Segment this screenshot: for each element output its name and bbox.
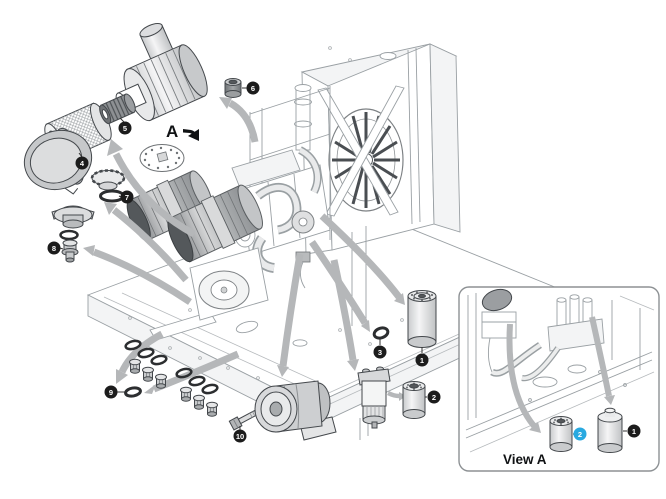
fuel-water-separator — [357, 366, 391, 429]
callout-drain-plug: 8 — [47, 241, 64, 255]
callouts: 1 2 3 4 5 6 7 — [47, 81, 641, 443]
callout-view-a-left-highlighted: 2 — [573, 427, 587, 441]
view-a-inset: View A — [458, 286, 660, 472]
fitting-o-rings — [124, 339, 219, 395]
arrow-to-cap-oring-icon — [104, 202, 189, 283]
breather-element — [224, 78, 242, 98]
arrow-to-pump-icon — [277, 253, 304, 377]
arrow-to-separator-icon — [330, 259, 359, 371]
filler-cap — [90, 169, 126, 191]
svg-text:3: 3 — [378, 348, 382, 357]
callout-air-filter-element: 4 — [75, 152, 89, 170]
detail-marker-a: A — [166, 122, 199, 141]
callout-fuel-filter: 2 — [425, 390, 441, 404]
airend — [189, 247, 269, 321]
arrow-to-oring-icon — [309, 240, 370, 332]
svg-text:2: 2 — [578, 430, 582, 439]
gauge-plate — [139, 144, 185, 172]
svg-text:2: 2 — [432, 393, 436, 402]
svg-text:8: 8 — [52, 244, 56, 253]
svg-text:10: 10 — [236, 432, 244, 441]
svg-text:9: 9 — [109, 388, 113, 397]
callout-cap-o-ring: 7 — [118, 190, 134, 204]
callout-o-ring: 3 — [373, 339, 387, 359]
oil-filter — [407, 290, 437, 348]
callout-view-a-right: 1 — [623, 424, 641, 438]
callout-breather-element: 6 — [242, 81, 260, 95]
drain-plug — [61, 239, 79, 263]
view-a-caption: View A — [503, 452, 547, 467]
o-ring-filter — [372, 326, 390, 340]
svg-text:5: 5 — [123, 124, 127, 133]
pump-assembly — [254, 380, 337, 441]
arrow-to-air-filter-icon — [107, 139, 196, 238]
arrow-to-plug-icon — [83, 245, 192, 305]
flow-arrows — [83, 97, 406, 401]
svg-text:1: 1 — [632, 427, 636, 436]
arrow-to-fittings-icon — [116, 330, 164, 384]
view-a-cartridge-left — [549, 416, 573, 452]
svg-text:1: 1 — [420, 356, 424, 365]
view-a-arrows — [506, 316, 615, 433]
fittings-cluster — [124, 339, 219, 417]
callout-bolt: 10 — [233, 426, 247, 443]
arrow-to-breather-icon — [219, 97, 259, 143]
radiator-cap — [51, 205, 95, 229]
air-cleaner-housing — [115, 23, 208, 122]
fuel-filter — [402, 381, 426, 419]
svg-text:4: 4 — [80, 159, 85, 168]
detail-marker-arrow-icon — [183, 129, 199, 141]
callout-fitting-o-ring: 9 — [104, 385, 125, 399]
svg-text:6: 6 — [251, 84, 255, 93]
svg-text:7: 7 — [125, 193, 129, 202]
hex-fittings — [129, 358, 218, 417]
mounted-canister-right — [167, 184, 263, 263]
view-a-cartridge-right — [597, 407, 623, 453]
callout-safety-element: 5 — [118, 117, 132, 135]
air-filter-safety-element — [99, 93, 136, 125]
cap-o-ring-small — [59, 229, 79, 241]
arrow-to-oil-filter-icon — [319, 213, 405, 305]
air-cleaner-cover — [23, 127, 93, 195]
callout-oil-filter: 1 — [415, 347, 429, 367]
fitting-o-ring — [124, 386, 142, 398]
detail-marker-label: A — [166, 122, 178, 141]
